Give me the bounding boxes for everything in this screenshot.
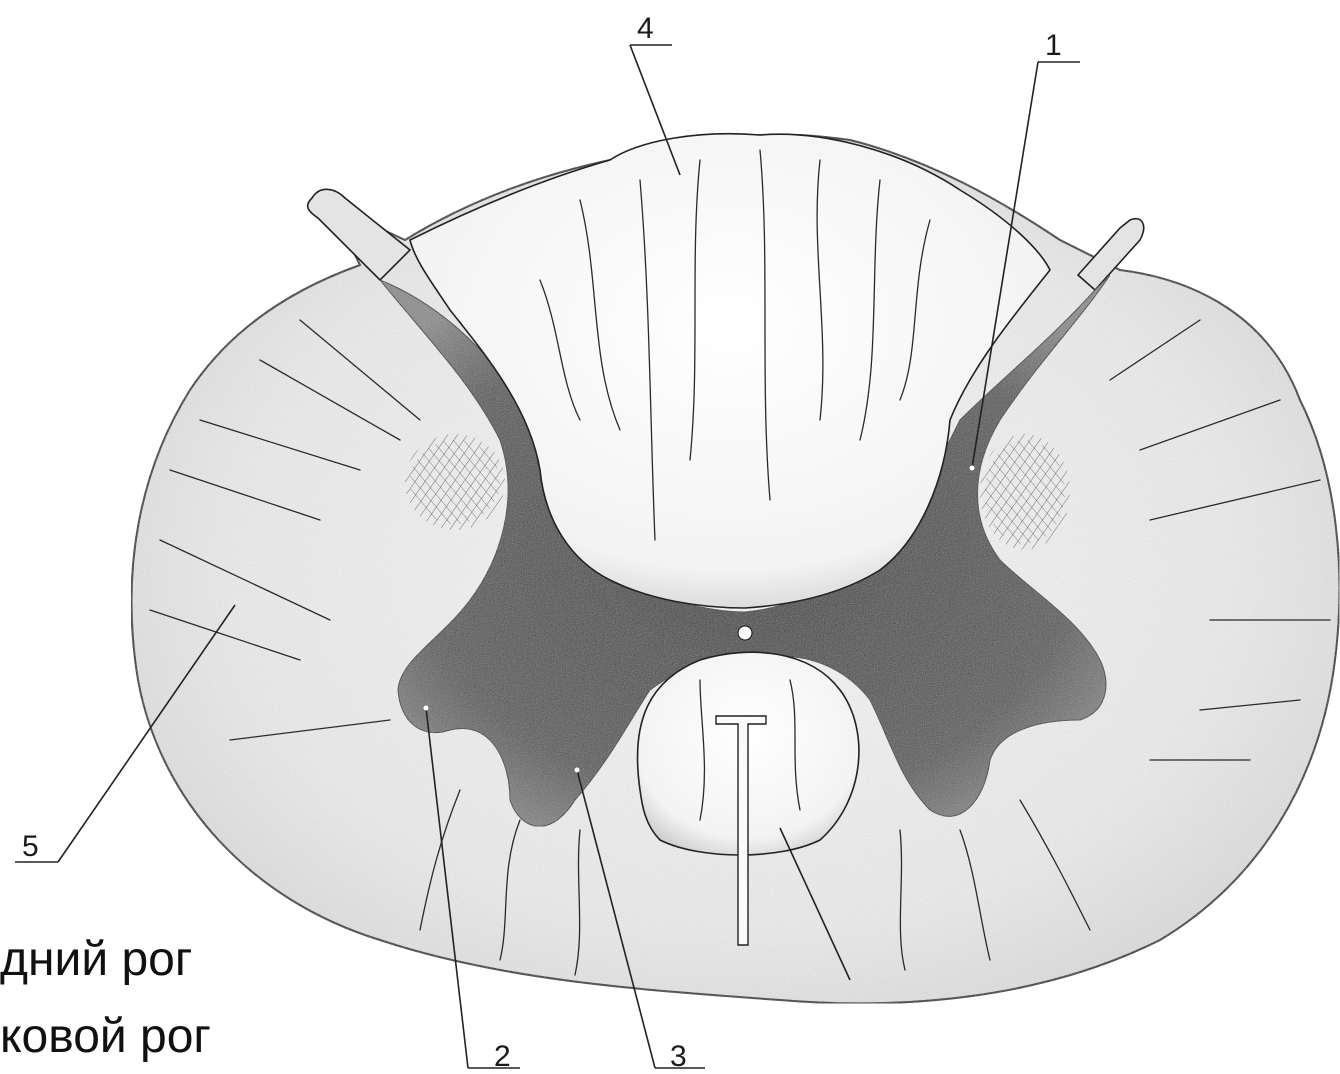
- label-5: 5: [22, 830, 39, 863]
- central-canal: [738, 626, 752, 640]
- right-reticular-formation-crosshatch: [985, 440, 1065, 544]
- label-3: 3: [670, 1040, 687, 1073]
- label-2: 2: [494, 1040, 511, 1073]
- caption-line-2: ковой рог: [0, 1010, 211, 1063]
- label-4: 4: [637, 12, 654, 45]
- caption-line-1: дний рог: [0, 933, 192, 986]
- left-reticular-formation-crosshatch: [410, 440, 500, 524]
- label-1: 1: [1045, 29, 1062, 62]
